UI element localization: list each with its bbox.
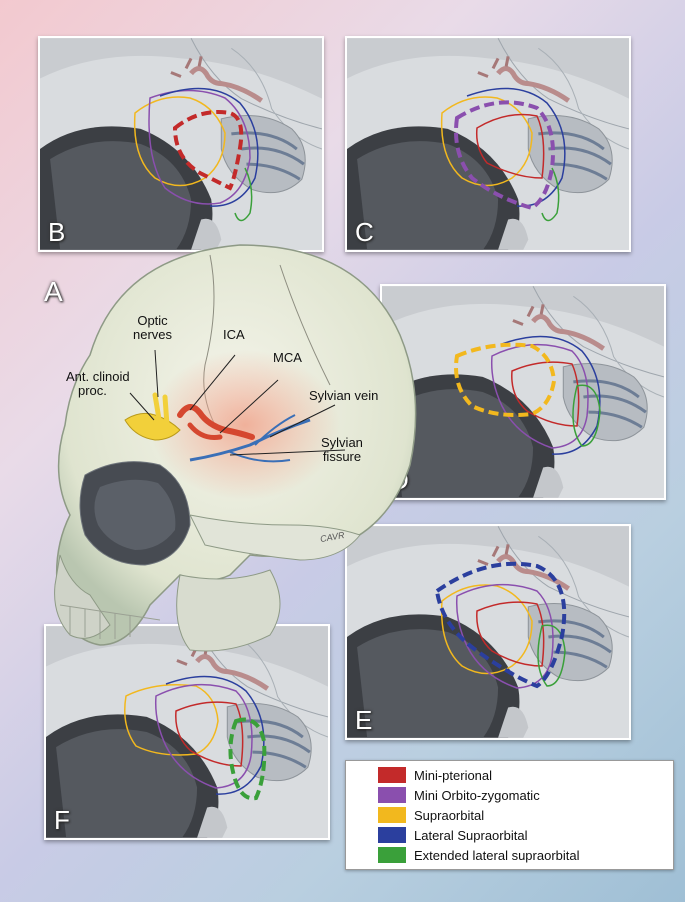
label-mca: MCA	[273, 350, 302, 365]
legend-item-mini-pterional: Mini-pterional	[378, 766, 492, 784]
legend-label: Supraorbital	[414, 807, 485, 823]
panel-d-illustration	[382, 286, 664, 498]
label-sylvian-fissure-line1: Sylvian	[321, 435, 363, 450]
panel-label-c: C	[355, 217, 374, 247]
label-optic-nerves-line1: Optic	[137, 313, 168, 328]
legend-label: Extended lateral supraorbital	[414, 847, 580, 863]
panel-label-a: A	[44, 276, 63, 307]
panel-b: B	[38, 36, 324, 252]
skull-illustration	[54, 244, 417, 652]
label-sylvian-vein: Sylvian vein	[309, 388, 379, 403]
panel-label-e: E	[355, 705, 373, 735]
panel-e-illustration	[347, 526, 629, 738]
label-optic-nerves-line2: nerves	[133, 327, 173, 342]
legend-label: Lateral Supraorbital	[414, 827, 528, 843]
label-sylvian-fissure-line2: fissure	[322, 449, 362, 464]
legend-swatch	[378, 787, 406, 803]
label-ica: ICA	[223, 327, 245, 342]
label-ant-clinoid-line1: Ant. clinoid	[66, 369, 130, 384]
label-ant-clinoid-line2: proc.	[78, 383, 107, 398]
legend-swatch	[378, 847, 406, 863]
label-sylvian-fissure: Sylvian fissure	[321, 436, 363, 464]
legend: Mini-pterional Mini Orbito-zygomatic Sup…	[345, 760, 674, 870]
panel-label-f: F	[54, 805, 70, 835]
panel-c-illustration	[347, 38, 629, 250]
panel-b-illustration	[40, 38, 322, 250]
legend-item-supraorbital: Supraorbital	[378, 806, 484, 824]
panel-label-b: B	[48, 217, 66, 247]
legend-item-lateral-supraorbital: Lateral Supraorbital	[378, 826, 527, 844]
legend-item-mini-orbito-zygomatic: Mini Orbito-zygomatic	[378, 786, 540, 804]
label-ant-clinoid: Ant. clinoid proc.	[66, 370, 130, 398]
legend-swatch	[378, 767, 406, 783]
panel-f-illustration	[46, 626, 328, 838]
label-optic-nerves: Optic nerves	[133, 314, 172, 342]
panel-d: D	[380, 284, 666, 500]
legend-swatch	[378, 807, 406, 823]
legend-label: Mini Orbito-zygomatic	[414, 787, 540, 803]
panel-c: C	[345, 36, 631, 252]
legend-item-extended-lateral-supraorbital: Extended lateral supraorbital	[378, 846, 580, 864]
panel-f: F	[44, 624, 330, 840]
legend-label: Mini-pterional	[414, 767, 493, 783]
panel-e: E	[345, 524, 631, 740]
legend-swatch	[378, 827, 406, 843]
